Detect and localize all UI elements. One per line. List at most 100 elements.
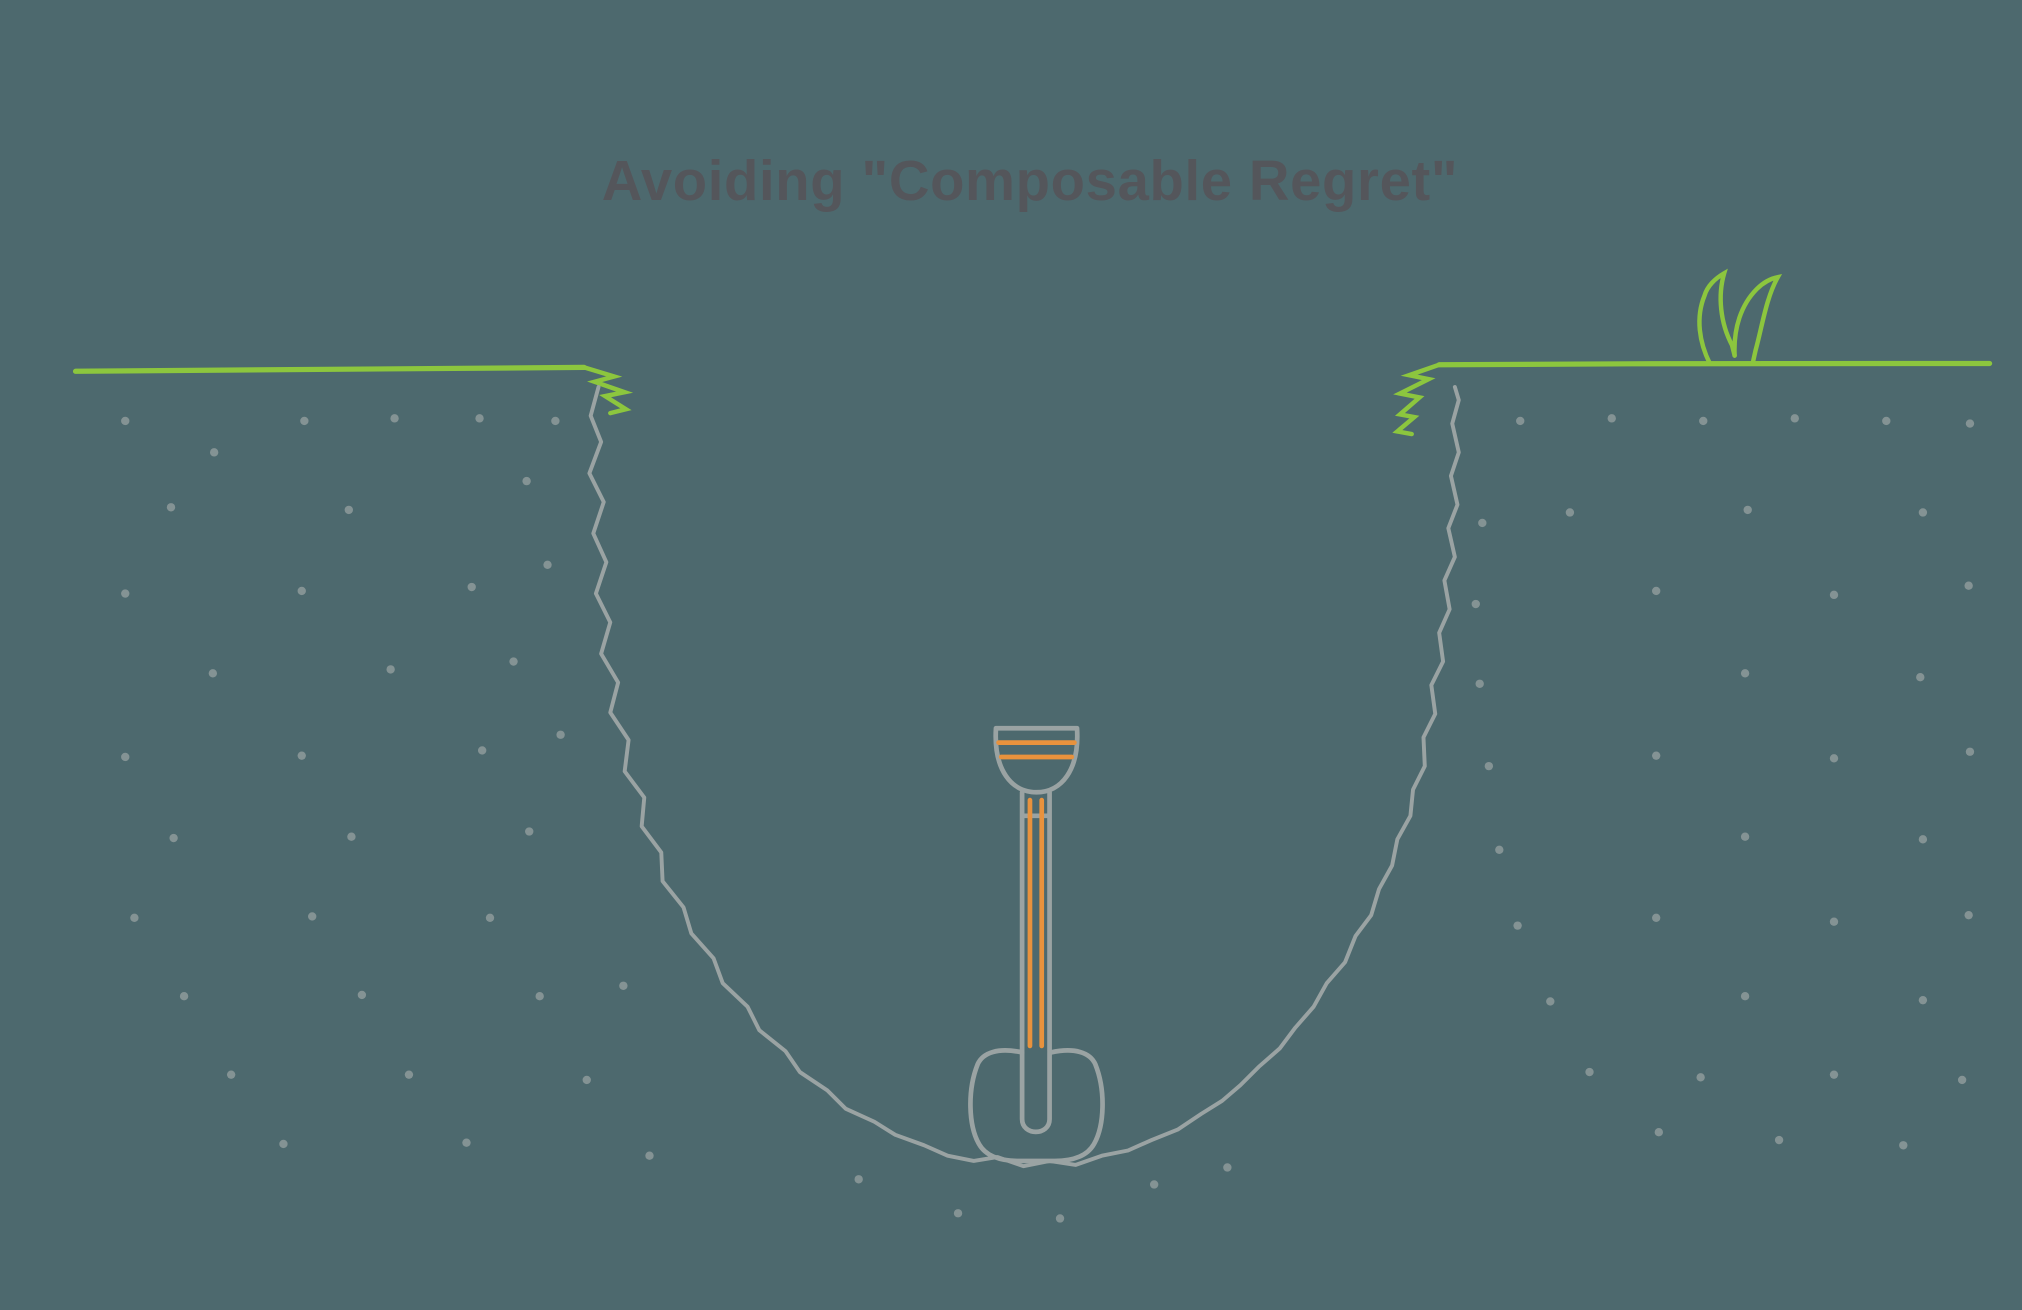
soil-dot <box>121 589 130 598</box>
soil-dot <box>1918 508 1928 517</box>
soil-dot <box>300 416 309 426</box>
grass-line-left <box>72 364 587 374</box>
soil-dot <box>1918 995 1928 1005</box>
soil-dot <box>347 832 356 841</box>
soil-dot <box>297 751 306 760</box>
soil-dot <box>1829 590 1839 600</box>
soil-dot <box>462 1138 471 1147</box>
shovel-shaft <box>1019 789 1052 1054</box>
grass-blade-left <box>1697 268 1737 366</box>
grass-blade-right <box>1732 274 1783 365</box>
soil-dot <box>1790 414 1799 423</box>
soil-dot <box>485 913 495 922</box>
soil-dot <box>477 746 487 755</box>
soil-dot <box>1829 1070 1839 1079</box>
soil-dot <box>1652 751 1661 760</box>
soil-dot <box>279 1139 288 1149</box>
soil-dot <box>1652 586 1661 596</box>
soil-dot <box>1882 416 1891 426</box>
grass-tuft-hole-right-edge <box>1392 362 1442 437</box>
soil-dot <box>1478 518 1487 528</box>
shovel-blade-outline <box>968 1048 1105 1164</box>
soil-dot <box>1652 913 1661 922</box>
shovel-blade-socket-slot <box>1019 1050 1052 1135</box>
shovel-grip <box>993 725 1080 795</box>
soil-dot <box>551 416 560 426</box>
soil-dot <box>1607 414 1616 423</box>
soil-dot <box>208 669 218 678</box>
shovel <box>968 725 1105 1164</box>
soil-dot <box>1964 581 1973 590</box>
soil-dot <box>467 582 476 592</box>
soil-dot <box>1484 761 1494 771</box>
soil-dot <box>1899 1141 1908 1150</box>
soil-dot <box>1696 1073 1705 1082</box>
soil-dot <box>1055 1214 1065 1223</box>
soil-dot <box>1774 1135 1784 1145</box>
illustration-title: Avoiding "Composable Regret" <box>602 149 1458 212</box>
soil-dot <box>1740 992 1750 1001</box>
soil-dot <box>226 1070 236 1079</box>
soil-dot <box>1585 1067 1594 1077</box>
grass-line-right <box>1436 360 1993 368</box>
soil-dot <box>179 992 189 1001</box>
soil-dot <box>1223 1163 1232 1172</box>
shovel-blade <box>968 1048 1105 1164</box>
soil-dots <box>121 414 1975 1223</box>
soil-dot <box>1829 754 1839 763</box>
shovel-grip-outline <box>993 725 1080 795</box>
soil-dot <box>509 657 518 666</box>
soil-dot <box>1495 845 1504 854</box>
soil-dot <box>166 503 176 512</box>
ground-surface-right <box>1392 268 1993 437</box>
soil-dot <box>390 414 399 423</box>
soil-dot <box>1699 416 1708 426</box>
soil-dot <box>1743 505 1752 515</box>
soil-dot <box>209 448 219 457</box>
soil-dot <box>1918 835 1928 844</box>
soil-dot <box>854 1175 863 1184</box>
soil-dot <box>308 912 317 921</box>
soil-dot <box>1513 921 1522 930</box>
soil-dot <box>121 416 130 426</box>
soil-dot <box>297 586 306 596</box>
soil-dot <box>535 992 544 1001</box>
grass-tuft-standing <box>1697 268 1783 366</box>
shovel-grip-accent-bars <box>996 740 1077 760</box>
soil-dot <box>357 990 367 1000</box>
soil-dot <box>344 505 353 515</box>
soil-dot <box>1475 679 1484 688</box>
shovel-shaft-outline <box>1019 789 1052 1054</box>
soil-dot <box>404 1070 414 1079</box>
soil-dot <box>1149 1180 1159 1189</box>
soil-dot <box>543 560 552 569</box>
soil-dot <box>1964 910 1973 920</box>
soil-dot <box>1546 997 1555 1006</box>
soil-dot <box>475 414 484 423</box>
soil-dot <box>1516 416 1525 426</box>
soil-dot <box>522 476 531 486</box>
soil-dot <box>556 730 565 739</box>
soil-dot <box>121 752 130 762</box>
shovel-shaft-accent-lines <box>1027 797 1045 1049</box>
soil-dot <box>169 833 178 843</box>
soil-dot <box>1740 832 1750 841</box>
soil-dot <box>1957 1075 1967 1085</box>
soil-dot <box>1565 508 1575 517</box>
soil-dot <box>1740 669 1750 678</box>
soil-dot <box>130 913 139 922</box>
soil-dot <box>386 665 395 674</box>
hole-outline <box>587 385 1461 1169</box>
soil-dot <box>1471 599 1480 609</box>
soil-dot <box>582 1075 591 1085</box>
soil-dot <box>1654 1128 1663 1137</box>
soil-dot <box>1965 747 1975 756</box>
soil-dot <box>953 1209 963 1218</box>
soil-dot <box>1829 917 1839 926</box>
soil-dot <box>525 827 534 836</box>
soil-dot <box>1916 673 1925 682</box>
soil-dot <box>619 981 628 990</box>
soil-dot <box>1965 419 1975 428</box>
